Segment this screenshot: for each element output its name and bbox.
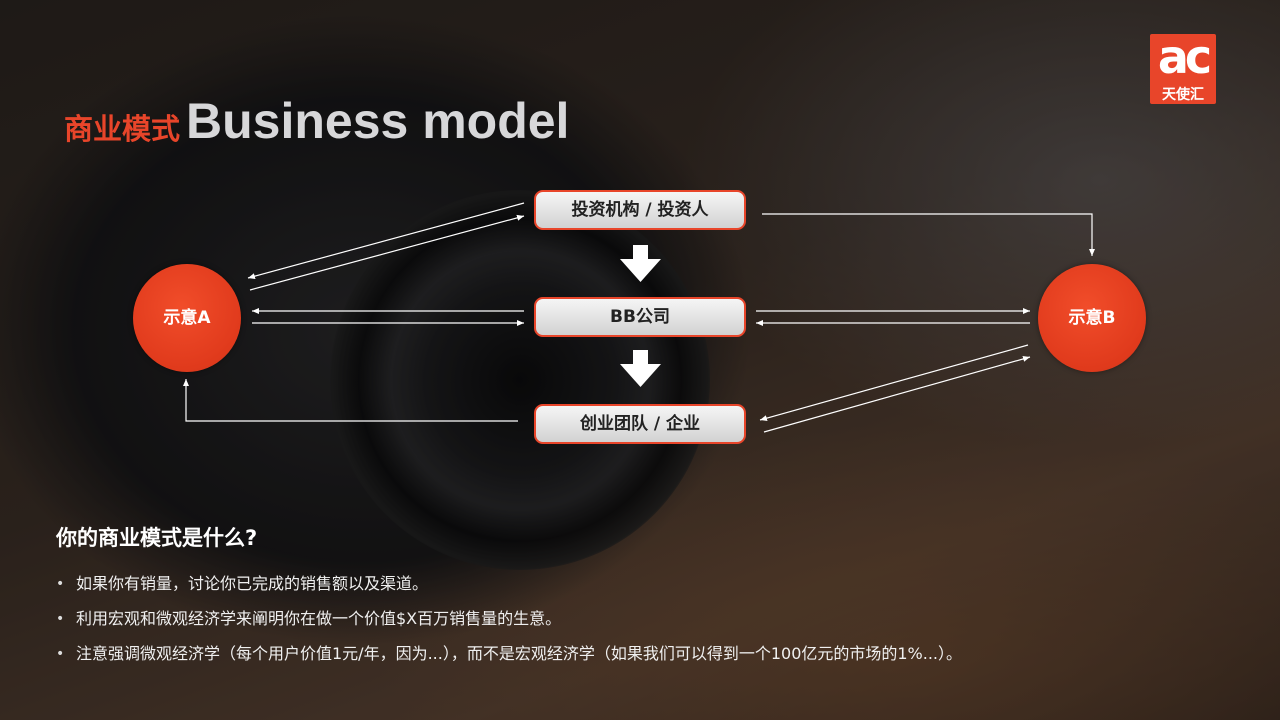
company-box: BB公司: [534, 297, 746, 337]
connector-team-to-b: [763, 356, 1031, 433]
down-arrow-icon: [620, 350, 661, 387]
connector-investor-to-b: [762, 213, 1095, 256]
bullet-dot-icon: •: [56, 576, 65, 592]
investor-box: 投资机构 / 投资人: [534, 190, 746, 230]
bullet-text: 注意强调微观经济学（每个用户价值1元/年，因为...），而不是宏观经济学（如果我…: [76, 644, 963, 663]
bullet-list: • 如果你有销量，讨论你已完成的销售额以及渠道。 • 利用宏观和微观经济学来阐明你在…: [56, 570, 962, 675]
brand-logo: ac 天使汇: [1150, 30, 1216, 104]
title-english: Business model: [186, 93, 570, 149]
bullet-item: • 注意强调微观经济学（每个用户价值1元/年，因为...），而不是宏观经济学（如果…: [56, 640, 962, 675]
logo-name: 天使汇: [1162, 87, 1204, 103]
connector-b-to-team: [759, 344, 1029, 422]
title-chinese: 商业模式: [64, 112, 181, 146]
connector-investor-to-a: [247, 202, 525, 280]
bullet-dot-icon: •: [56, 611, 65, 627]
node-b: 示意B: [1038, 264, 1146, 372]
node-a: 示意A: [133, 264, 241, 372]
bullet-dot-icon: •: [56, 646, 65, 662]
logo-mark: ac: [1157, 30, 1212, 84]
down-arrow-icon: [620, 245, 661, 282]
team-box: 创业团队 / 企业: [534, 404, 746, 444]
bullet-item: • 利用宏观和微观经济学来阐明你在做一个价值$X百万销售量的生意。: [56, 605, 962, 640]
bullet-text: 如果你有销量，讨论你已完成的销售额以及渠道。: [76, 574, 429, 593]
connector-a-to-investor: [249, 214, 525, 291]
business-model-question: 你的商业模式是什么?: [56, 526, 258, 550]
bullet-item: • 如果你有销量，讨论你已完成的销售额以及渠道。: [56, 570, 962, 605]
connector-team-to-a: [183, 379, 518, 422]
bullet-text: 利用宏观和微观经济学来阐明你在做一个价值$X百万销售量的生意。: [76, 609, 562, 628]
